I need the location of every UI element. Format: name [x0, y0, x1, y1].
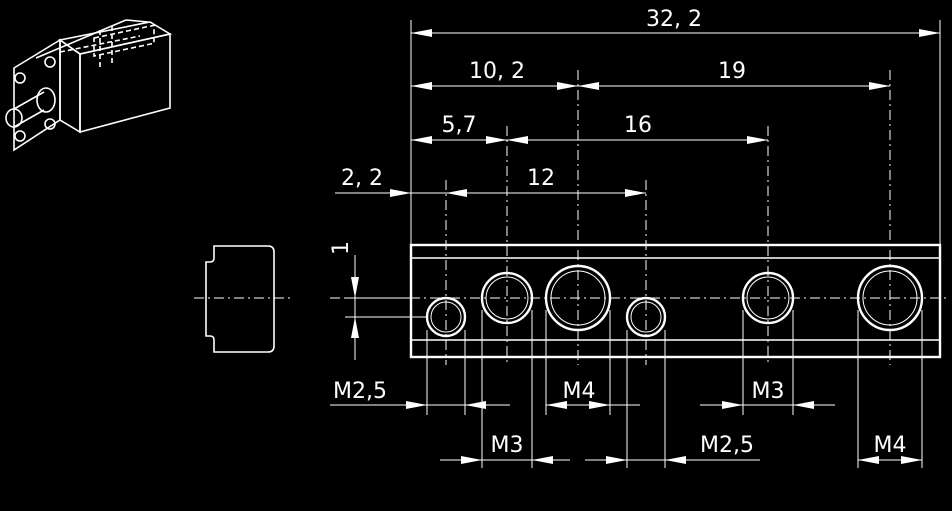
- thread-label-hole-2: M3: [491, 433, 524, 458]
- hole-4-m2-5: [625, 180, 667, 365]
- dim-overall-length: 32, 2: [646, 7, 702, 32]
- thread-label-hole-6: M4: [874, 433, 907, 458]
- rail-side-view: [330, 243, 948, 359]
- dim-small-offset: 5,7: [442, 113, 477, 138]
- dim-vertical-offset: 1: [329, 241, 354, 255]
- thread-label-hole-3: M4: [563, 379, 596, 404]
- thread-label-hole-4: M2,5: [700, 433, 754, 458]
- dimension-lines: [330, 29, 940, 464]
- dim-second-offset: 19: [718, 59, 746, 84]
- hole-5-m3: [741, 126, 795, 365]
- hole-2-m3: [480, 126, 534, 365]
- end-profile-view: [194, 245, 292, 353]
- extension-lines: [345, 20, 941, 468]
- thread-label-hole-1: M2,5: [333, 379, 387, 404]
- dim-inner-offset: 12: [527, 166, 555, 191]
- hole-6-m4: [856, 70, 924, 365]
- thread-label-hole-5: M3: [752, 379, 785, 404]
- dim-edge-offset: 2, 2: [341, 166, 383, 191]
- hole-1-m2-5: [425, 180, 467, 365]
- hole-3-m4: [544, 70, 612, 365]
- dim-first-offset: 10, 2: [469, 59, 525, 84]
- isometric-cylinder-view: [5, 19, 173, 152]
- dim-middle-offset: 16: [624, 113, 652, 138]
